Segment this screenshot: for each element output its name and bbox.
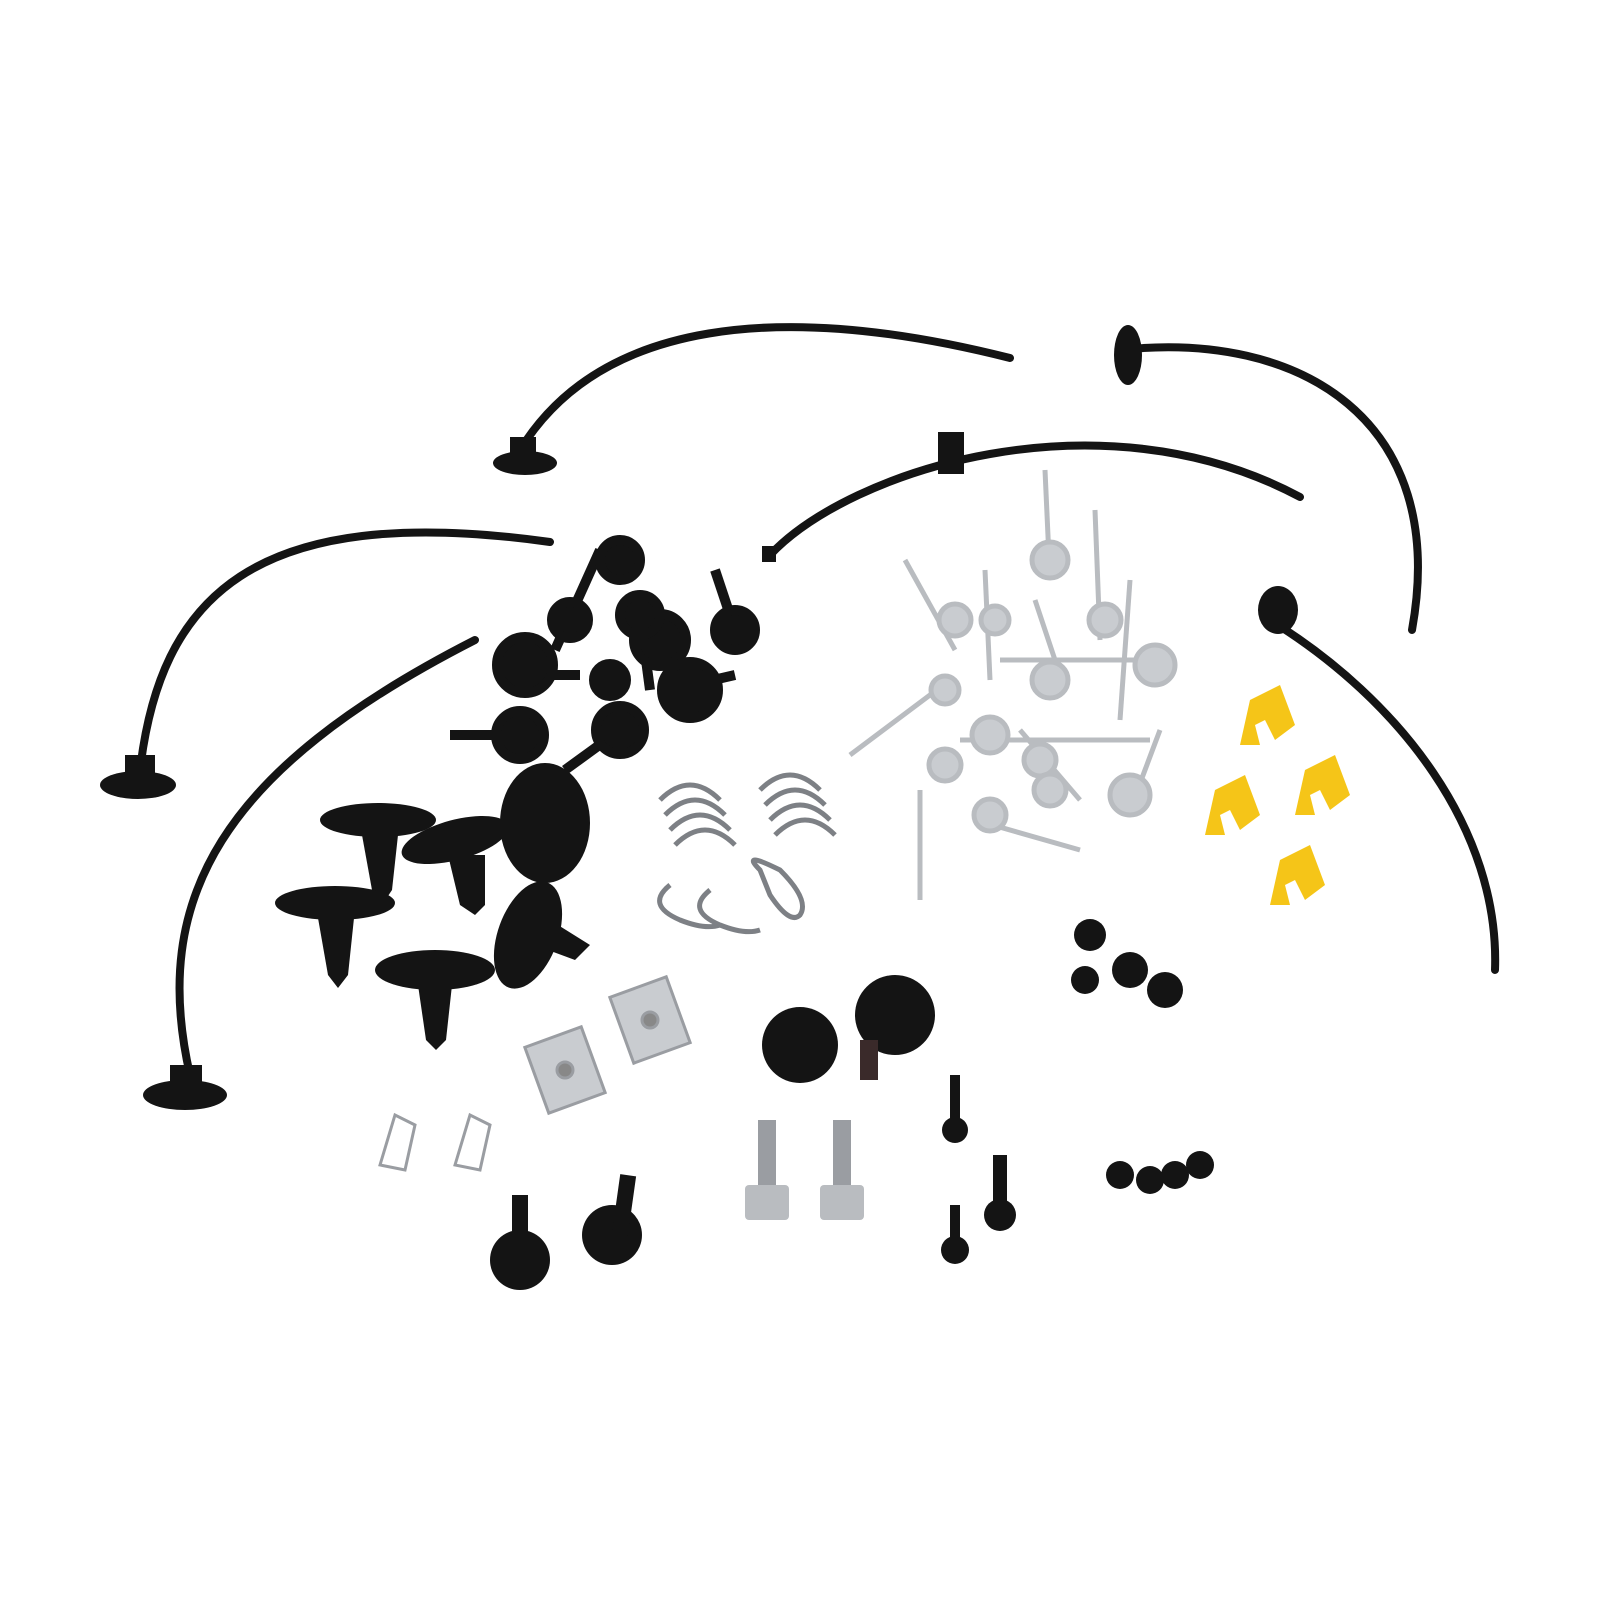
wire-clip [453,1112,492,1172]
rivet-flange [969,714,1011,756]
speed-nut-hole [555,1060,575,1080]
tie-anchor-head [170,1065,202,1095]
small-wire-clips [378,1112,492,1172]
washer [595,535,645,585]
bolt-shank [758,1120,776,1190]
washer [491,706,549,764]
bolt-stud [860,1040,878,1080]
self-tapping-screws [490,919,1214,1290]
rivet-flange [928,673,962,707]
cable-tie [516,323,1014,454]
tie-anchor [1258,586,1298,634]
bolt-shank [833,1120,851,1190]
push-pin [401,816,509,864]
screw-shank [993,1155,1007,1215]
rivet-flange [936,601,974,639]
screw-head [490,1230,550,1290]
screw-head [582,1205,642,1265]
washer [547,597,593,643]
rivet-flange [1029,539,1071,581]
black-washer-bolts [450,535,760,775]
rivet-flange [1021,741,1059,779]
push-pin-stem [548,920,590,960]
screw-shank [512,1195,528,1255]
push-pin [375,950,495,990]
screw-head [1161,1161,1189,1189]
screw-head [1074,919,1106,951]
rivet [1117,579,1133,721]
hex-head [820,1185,864,1220]
wire-ring [657,883,721,930]
tie-head [762,546,776,562]
cable-tie [175,636,479,1079]
rivet-flange [971,796,1009,834]
push-pin-stem [418,985,452,1050]
push-pin-retainers [275,763,590,1050]
push-pin [275,886,395,920]
screw-head [1106,1161,1134,1189]
spring-clip [658,782,737,847]
screw-shank [950,1075,960,1130]
spring-clips [657,772,837,935]
screw-head [1112,952,1148,988]
yellow-clips [1205,685,1350,905]
wire-ring [697,888,761,935]
yellow-clip [1205,775,1260,835]
cable-tie [136,528,554,774]
rivet-flange [926,746,964,784]
rivet-flange [1029,659,1071,701]
screw-shank [611,1174,637,1236]
washer [589,659,631,701]
push-pin [500,763,590,883]
push-pin [320,803,436,837]
wire-clip [378,1112,417,1172]
yellow-clip [1295,755,1350,815]
spring-clip [758,772,837,837]
large-flange-bolts [762,975,935,1083]
cable-ties [136,323,1500,1079]
washer [615,590,665,640]
tie-head [938,432,964,474]
flange-bolt [855,975,935,1055]
push-pin [493,881,563,989]
cable-tie [1266,616,1500,974]
rivet-flange [1107,772,1153,818]
screw-head [1186,1151,1214,1179]
rivet-flange [1086,601,1124,639]
rivet-flange [978,603,1012,637]
cable-tie [766,441,1304,559]
wire-ring [750,857,805,920]
cable-tie [1116,343,1422,634]
silver-hex-bolts [745,1120,864,1220]
push-pin-stem [362,835,398,905]
screw-head [1071,966,1099,994]
screw-shank [950,1205,960,1250]
washer [657,657,723,723]
yellow-clip [1270,845,1325,905]
tie-anchor [100,771,176,799]
flange-bolt [762,1007,838,1083]
washer [492,632,558,698]
washer [710,605,760,655]
screw-head [1136,1166,1164,1194]
tie-anchor [1114,325,1142,385]
metal-rivets [848,469,1178,900]
speed-nuts [522,974,693,1116]
tie-anchor-head [125,755,155,783]
push-pin-stem [448,855,485,915]
rivet-flange [1132,642,1178,688]
speed-nut-hole [640,1010,660,1030]
rivet-flange [1031,771,1069,809]
push-pin-stem [318,918,354,988]
tie-anchor-head [510,437,536,463]
screw-head [1147,972,1183,1008]
hex-head [745,1185,789,1220]
yellow-clip [1240,685,1295,745]
cable-tie-anchors [100,325,1298,1110]
washer [591,701,649,759]
